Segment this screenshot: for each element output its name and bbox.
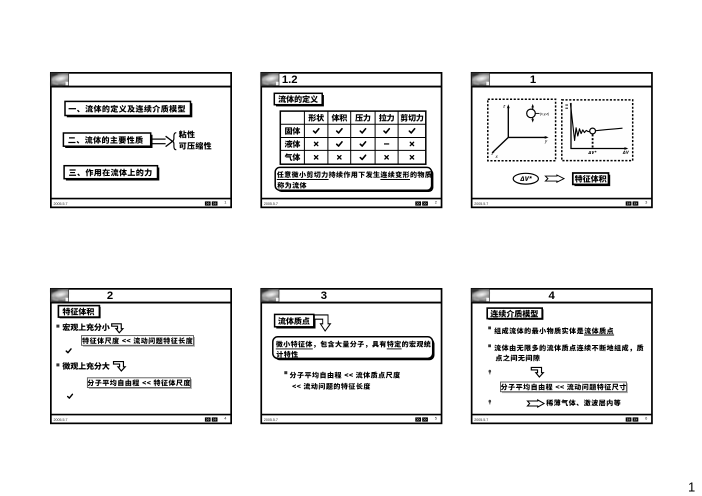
svg-text:1: 1	[688, 480, 695, 495]
svg-text:3: 3	[645, 200, 647, 205]
svg-text:(x,y,z): (x,y,z)	[540, 112, 550, 116]
svg-text:3: 3	[321, 290, 327, 302]
svg-text:2005.5.7: 2005.5.7	[474, 418, 488, 422]
svg-text:1: 1	[530, 74, 536, 86]
svg-text:6: 6	[645, 416, 647, 421]
svg-text:1.2: 1.2	[282, 74, 298, 86]
svg-text:4: 4	[224, 416, 227, 421]
svg-text:5: 5	[435, 416, 437, 421]
svg-text:2005.5.7: 2005.5.7	[264, 418, 278, 422]
svg-text:z: z	[502, 104, 506, 109]
svg-text:1: 1	[224, 200, 226, 205]
svg-text:2005.5.7: 2005.5.7	[474, 202, 488, 206]
svg-text:x: x	[494, 154, 498, 159]
svg-text:2005.5.7: 2005.5.7	[54, 418, 68, 422]
svg-text:4: 4	[549, 290, 556, 302]
svg-text:2: 2	[107, 290, 113, 302]
svg-text:2005.5.7: 2005.5.7	[54, 202, 68, 206]
svg-text:y: y	[544, 138, 548, 143]
svg-text:2: 2	[435, 200, 437, 205]
svg-text:2005.5.7: 2005.5.7	[264, 202, 278, 206]
